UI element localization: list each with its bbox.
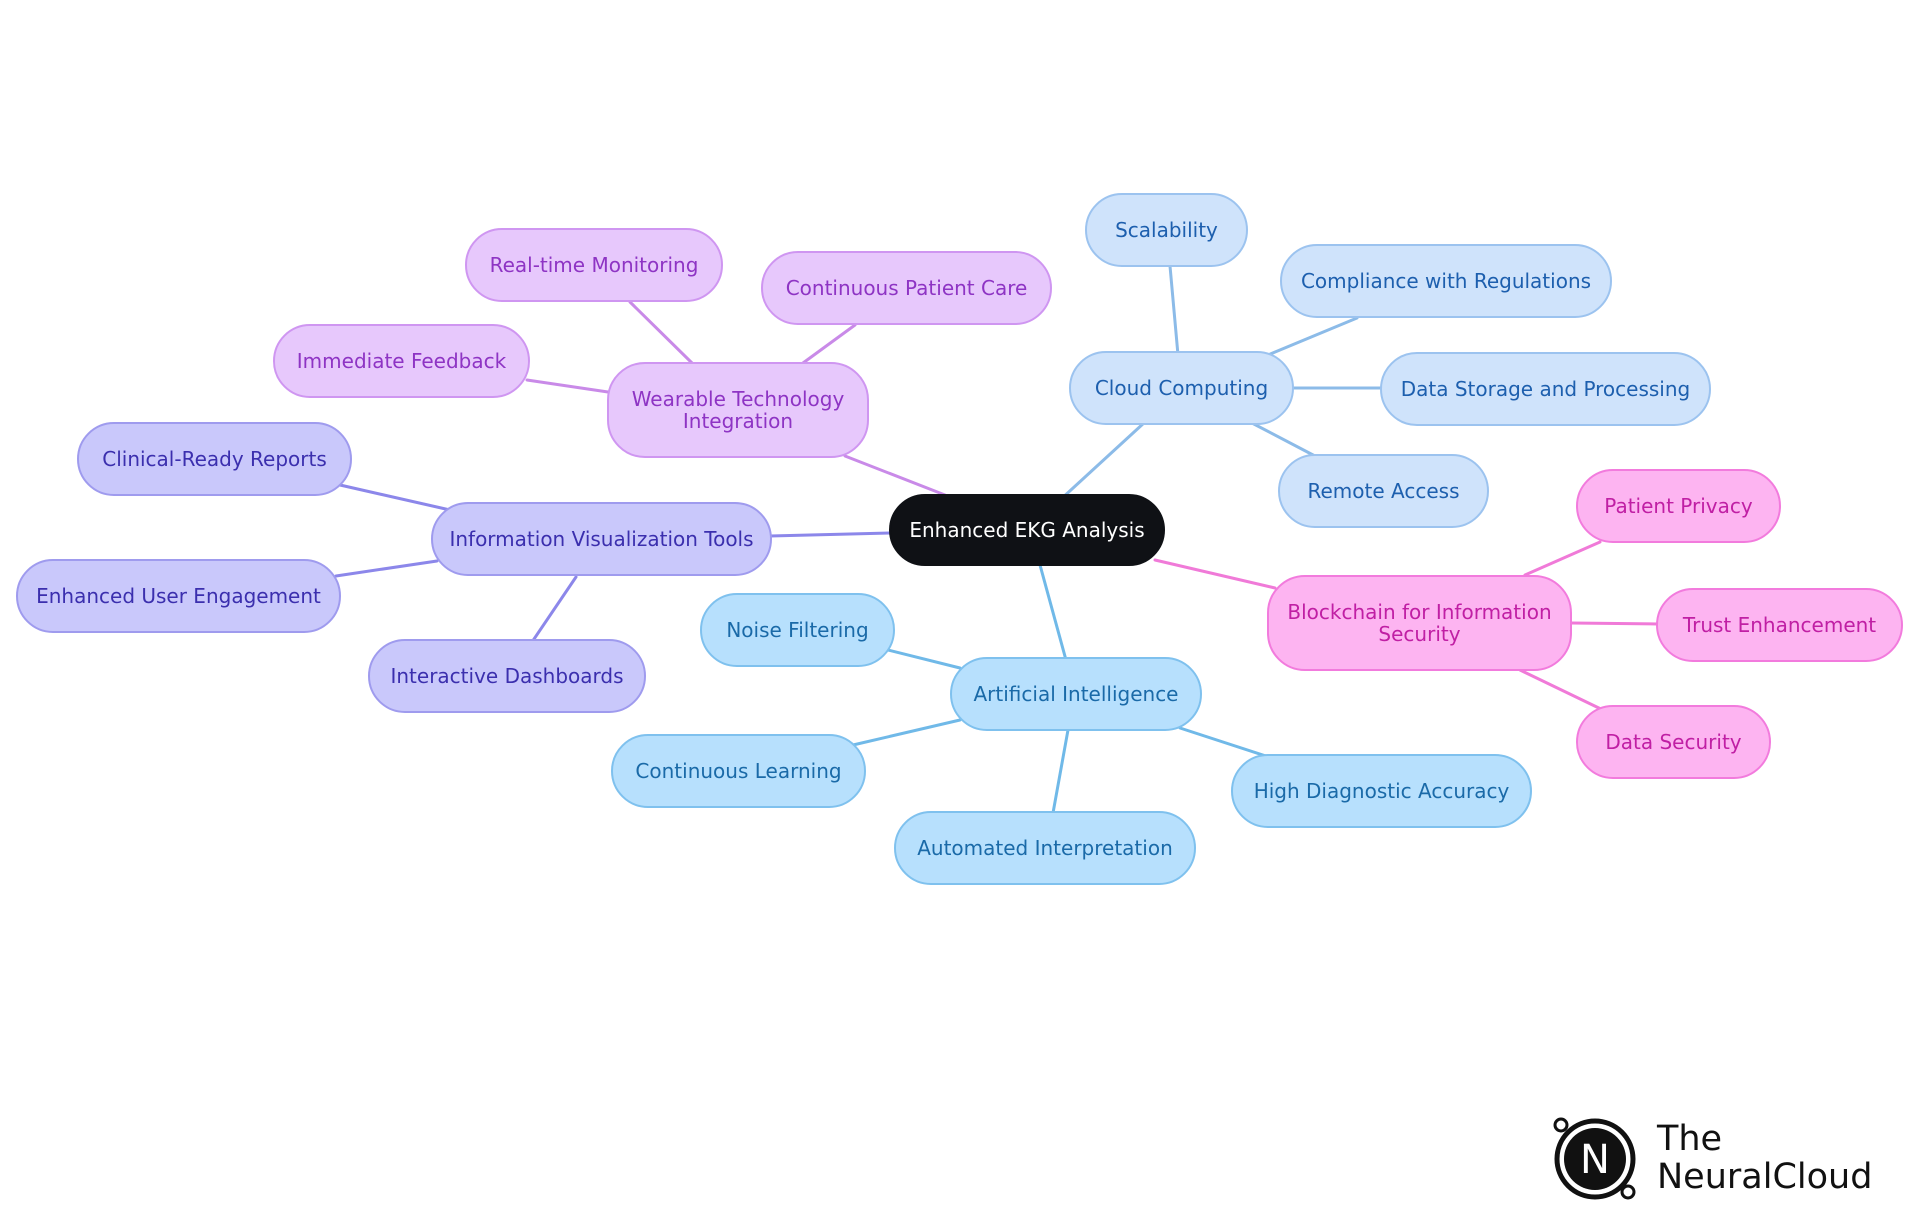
remote-access-node[interactable]: Remote Access xyxy=(1278,454,1489,528)
data-security-label: Data Security xyxy=(1605,730,1742,754)
link-root-cloud xyxy=(1058,420,1147,502)
immediate-feedback-label: Immediate Feedback xyxy=(296,349,507,373)
blockchain-node[interactable]: Blockchain for Information Security xyxy=(1267,575,1572,671)
scalability-node[interactable]: Scalability xyxy=(1085,193,1248,267)
compliance-label: Compliance with Regulations xyxy=(1300,269,1592,293)
wearable-label-line1: Wearable Technology xyxy=(631,387,845,411)
realtime-monitoring-label: Real-time Monitoring xyxy=(489,253,699,277)
noise-filtering-label: Noise Filtering xyxy=(726,618,869,642)
logo-line2: NeuralCloud xyxy=(1657,1157,1873,1197)
wearable-technology-text: Wearable Technology Integration xyxy=(632,388,845,432)
automated-interpretation-label: Automated Interpretation xyxy=(917,836,1173,860)
blockchain-label-line1: Blockchain for Information xyxy=(1287,600,1552,624)
data-storage-node[interactable]: Data Storage and Processing xyxy=(1380,352,1711,426)
compliance-node[interactable]: Compliance with Regulations xyxy=(1280,244,1612,318)
link-ai-accuracy xyxy=(1178,726,1274,760)
trust-enhancement-label: Trust Enhancement xyxy=(1682,613,1877,637)
continuous-patient-care-node[interactable]: Continuous Patient Care xyxy=(761,251,1052,325)
remote-access-label: Remote Access xyxy=(1307,479,1460,503)
high-diagnostic-accuracy-label: High Diagnostic Accuracy xyxy=(1253,779,1510,803)
continuous-learning-label: Continuous Learning xyxy=(635,759,842,783)
data-security-node[interactable]: Data Security xyxy=(1576,705,1771,779)
link-ai-automated xyxy=(1051,728,1070,815)
continuous-learning-node[interactable]: Continuous Learning xyxy=(611,734,866,808)
wearable-technology-node[interactable]: Wearable Technology Integration xyxy=(607,362,869,458)
blockchain-label-line2: Security xyxy=(1378,622,1461,646)
automated-interpretation-node[interactable]: Automated Interpretation xyxy=(894,811,1196,885)
link-wearable-feedback xyxy=(525,378,610,394)
logo-line1: The xyxy=(1657,1119,1723,1159)
root-node[interactable]: Enhanced EKG Analysis xyxy=(889,494,1165,566)
link-info-reports xyxy=(338,483,452,512)
link-root-info xyxy=(768,531,892,538)
clinical-ready-reports-label: Clinical-Ready Reports xyxy=(102,447,327,471)
link-ai-noise xyxy=(886,648,962,670)
link-root-wearable xyxy=(843,454,947,497)
link-block-trust xyxy=(1569,621,1660,626)
high-diagnostic-accuracy-node[interactable]: High Diagnostic Accuracy xyxy=(1231,754,1532,828)
realtime-monitoring-node[interactable]: Real-time Monitoring xyxy=(465,228,723,302)
link-cloud-scalability xyxy=(1168,264,1180,357)
logo-wordmark: The NeuralCloud xyxy=(1657,1120,1872,1196)
logo-letter: N xyxy=(1580,1137,1610,1183)
wearable-label-line2: Integration xyxy=(682,409,794,433)
neuralcloud-logo: N The NeuralCloud xyxy=(1552,1116,1892,1202)
noise-filtering-node[interactable]: Noise Filtering xyxy=(700,593,895,667)
cloud-computing-node[interactable]: Cloud Computing xyxy=(1069,351,1294,425)
interactive-dashboards-node[interactable]: Interactive Dashboards xyxy=(368,639,646,713)
link-wearable-realtime xyxy=(628,300,694,365)
blockchain-text: Blockchain for Information Security xyxy=(1287,601,1551,645)
artificial-intelligence-node[interactable]: Artificial Intelligence xyxy=(950,657,1202,731)
root-label: Enhanced EKG Analysis xyxy=(909,518,1145,542)
patient-privacy-label: Patient Privacy xyxy=(1604,494,1753,518)
cloud-computing-label: Cloud Computing xyxy=(1094,376,1269,400)
link-cloud-remote xyxy=(1248,420,1317,458)
link-ai-learning xyxy=(851,718,962,747)
patient-privacy-node[interactable]: Patient Privacy xyxy=(1576,469,1781,543)
enhanced-user-engagement-node[interactable]: Enhanced User Engagement xyxy=(16,559,341,633)
link-root-ai xyxy=(1038,563,1068,662)
artificial-intelligence-label: Artificial Intelligence xyxy=(973,682,1179,706)
neuralcloud-logo-icon: N xyxy=(1553,1117,1636,1200)
link-wearable-continuous xyxy=(801,323,857,365)
link-block-security xyxy=(1518,668,1605,712)
data-storage-label: Data Storage and Processing xyxy=(1400,377,1691,401)
link-cloud-compliance xyxy=(1266,316,1359,357)
link-info-dashboards xyxy=(530,575,578,644)
link-block-privacy xyxy=(1523,540,1602,577)
enhanced-user-engagement-label: Enhanced User Engagement xyxy=(36,584,321,608)
interactive-dashboards-label: Interactive Dashboards xyxy=(390,664,624,688)
continuous-patient-care-label: Continuous Patient Care xyxy=(785,276,1028,300)
link-root-blockchain xyxy=(1153,558,1277,590)
immediate-feedback-node[interactable]: Immediate Feedback xyxy=(273,324,530,398)
clinical-ready-reports-node[interactable]: Clinical-Ready Reports xyxy=(77,422,352,496)
link-info-engagement xyxy=(334,559,439,578)
scalability-label: Scalability xyxy=(1115,218,1218,242)
information-visualization-label: Information Visualization Tools xyxy=(449,527,754,551)
trust-enhancement-node[interactable]: Trust Enhancement xyxy=(1656,588,1903,662)
information-visualization-node[interactable]: Information Visualization Tools xyxy=(431,502,772,576)
